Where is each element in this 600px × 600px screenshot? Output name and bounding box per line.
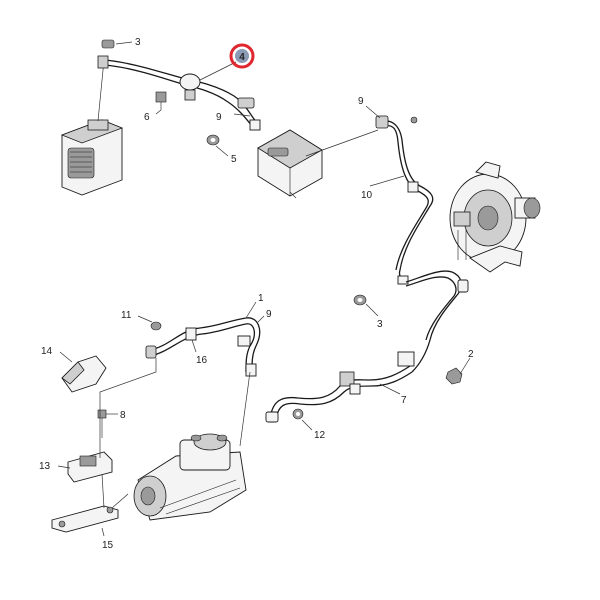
callout-c3a: 3 — [135, 37, 141, 48]
starter-motor — [133, 433, 247, 521]
callouts: 3 4 6 9 5 9 10 3 2 7 12 — [39, 37, 474, 551]
callout-c8: 8 — [120, 410, 126, 421]
callout-c2: 2 — [468, 349, 474, 360]
callout-c4: 4 — [239, 52, 245, 63]
callout-c15: 15 — [102, 540, 114, 551]
bracket-15 — [51, 505, 119, 533]
callout-c13: 13 — [39, 461, 51, 472]
callout-c3b: 3 — [377, 319, 383, 330]
callout-c9c: 9 — [266, 309, 272, 320]
harness-lower — [51, 317, 415, 533]
callout-4-highlight[interactable]: 4 — [229, 43, 255, 69]
callout-c12: 12 — [314, 430, 326, 441]
callout-c10: 10 — [361, 190, 373, 201]
callout-c11: 11 — [121, 310, 132, 321]
callout-c9a: 9 — [216, 112, 222, 123]
harness-upper-left — [60, 39, 323, 199]
control-module — [60, 59, 124, 196]
callout-c7: 7 — [401, 395, 407, 406]
callout-c9b: 9 — [358, 96, 364, 107]
callout-c14: 14 — [41, 346, 53, 357]
bracket-14 — [61, 355, 107, 393]
callout-c1: 1 — [258, 293, 264, 304]
callout-c5: 5 — [231, 154, 237, 165]
alternator — [449, 161, 541, 273]
electronic-module — [257, 129, 323, 197]
callout-c16: 16 — [196, 355, 208, 366]
callout-c6: 6 — [144, 112, 150, 123]
harness-right — [305, 115, 541, 385]
bracket-13 — [67, 451, 113, 483]
